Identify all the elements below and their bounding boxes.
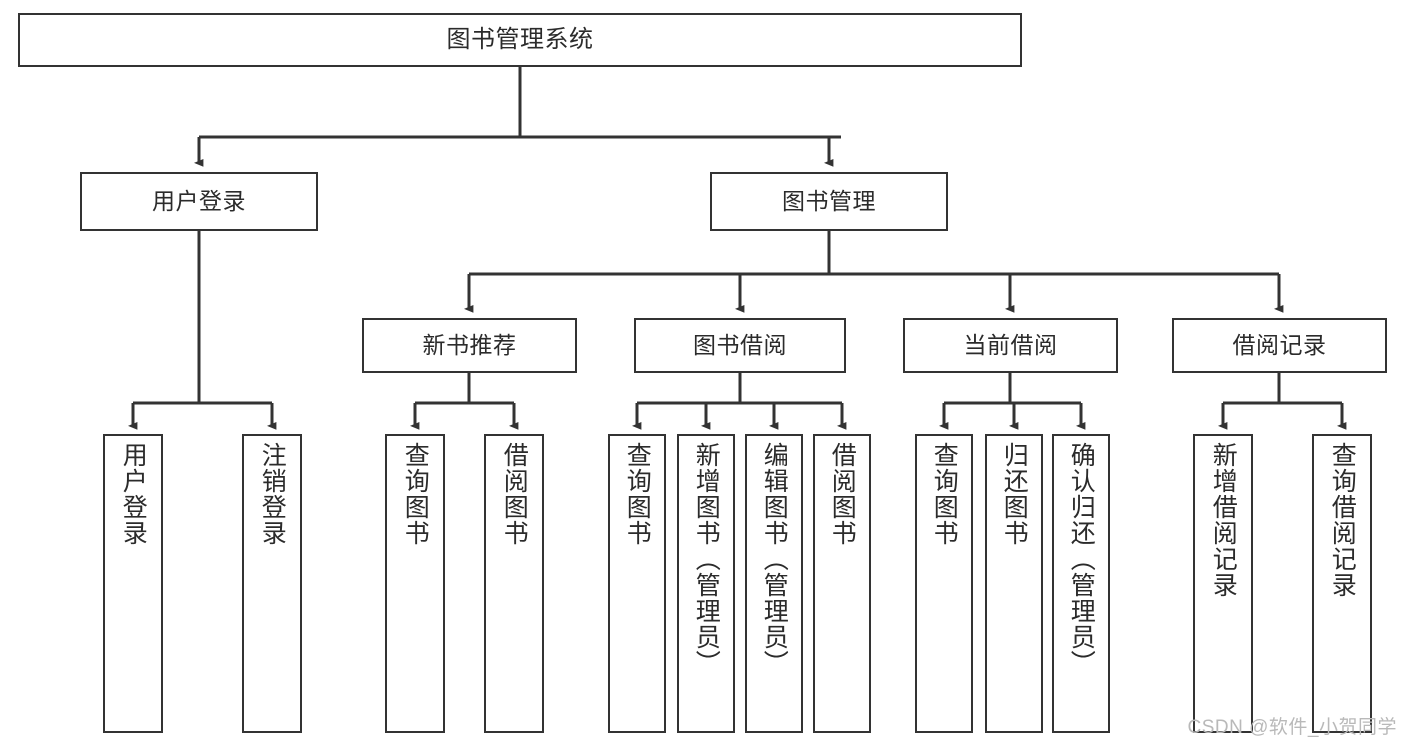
node-book-borrow[interactable]: 图书借阅 xyxy=(634,318,846,373)
node-user-login[interactable]: 用户登录 xyxy=(80,172,318,231)
node-leaf-user-login[interactable]: 用户登录 xyxy=(103,434,163,733)
node-book-manage[interactable]: 图书管理 xyxy=(710,172,948,231)
node-leaf-edit-book-label: 编辑图书（管理员） xyxy=(760,442,789,676)
node-root-label: 图书管理系统 xyxy=(446,25,594,53)
node-leaf-user-logout[interactable]: 注销登录 xyxy=(242,434,302,733)
node-borrow-record[interactable]: 借阅记录 xyxy=(1172,318,1387,373)
node-leaf-query-record[interactable]: 查询借阅记录 xyxy=(1312,434,1372,733)
node-new-book-recommend-label: 新书推荐 xyxy=(422,331,517,358)
node-leaf-user-login-label: 用户登录 xyxy=(119,442,148,546)
node-leaf-borrow-book-2-label: 借阅图书 xyxy=(828,442,857,546)
node-new-book-recommend[interactable]: 新书推荐 xyxy=(362,318,577,373)
node-leaf-add-record-label: 新增借阅记录 xyxy=(1209,442,1238,598)
node-root[interactable]: 图书管理系统 xyxy=(18,13,1022,67)
node-leaf-add-record[interactable]: 新增借阅记录 xyxy=(1193,434,1253,733)
node-leaf-return-book[interactable]: 归还图书 xyxy=(985,434,1043,733)
node-borrow-record-label: 借阅记录 xyxy=(1232,331,1327,358)
node-current-borrow-label: 当前借阅 xyxy=(963,331,1058,358)
node-leaf-return-book-label: 归还图书 xyxy=(1000,442,1029,546)
node-leaf-borrow-book-2[interactable]: 借阅图书 xyxy=(813,434,871,733)
node-book-manage-label: 图书管理 xyxy=(782,187,876,214)
node-leaf-confirm-return[interactable]: 确认归还（管理员） xyxy=(1052,434,1110,733)
node-leaf-query-book-1[interactable]: 查询图书 xyxy=(385,434,445,733)
node-leaf-add-book-label: 新增图书（管理员） xyxy=(692,442,721,676)
node-leaf-query-book-2-label: 查询图书 xyxy=(623,442,652,546)
node-leaf-query-book-3[interactable]: 查询图书 xyxy=(915,434,973,733)
node-leaf-borrow-book-1[interactable]: 借阅图书 xyxy=(484,434,544,733)
node-leaf-borrow-book-1-label: 借阅图书 xyxy=(500,442,529,546)
node-user-login-label: 用户登录 xyxy=(152,187,246,214)
node-leaf-query-book-3-label: 查询图书 xyxy=(930,442,959,546)
node-leaf-add-book[interactable]: 新增图书（管理员） xyxy=(677,434,735,733)
node-book-borrow-label: 图书借阅 xyxy=(693,331,787,358)
node-leaf-query-book-1-label: 查询图书 xyxy=(401,442,430,546)
node-leaf-edit-book[interactable]: 编辑图书（管理员） xyxy=(745,434,803,733)
watermark-text: CSDN @软件_小贺同学 xyxy=(1187,717,1397,738)
node-current-borrow[interactable]: 当前借阅 xyxy=(903,318,1118,373)
node-leaf-user-logout-label: 注销登录 xyxy=(258,442,287,546)
node-leaf-confirm-return-label: 确认归还（管理员） xyxy=(1067,442,1096,676)
node-leaf-query-record-label: 查询借阅记录 xyxy=(1328,442,1357,598)
node-leaf-query-book-2[interactable]: 查询图书 xyxy=(608,434,666,733)
